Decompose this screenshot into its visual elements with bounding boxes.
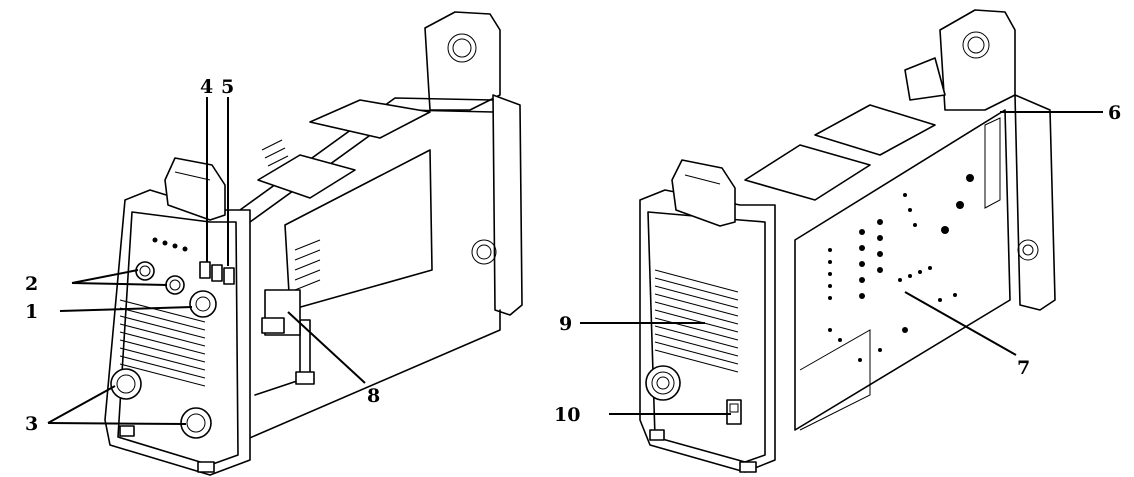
knob-small-2-icon: [165, 275, 185, 295]
power-switch-icon: [726, 399, 742, 425]
callout-7: 7: [1017, 357, 1030, 379]
callout-5: 5: [221, 76, 234, 98]
callout-labels: 1 2 3 4 5 6 7 8 9 10: [25, 76, 1121, 435]
callout-8: 8: [367, 385, 380, 407]
leader-lines: [47, 97, 1103, 425]
output-socket-lower-icon: [180, 407, 212, 439]
callout-9: 9: [559, 313, 572, 335]
callout-2: 2: [25, 273, 38, 295]
knob-main-icon: [189, 290, 217, 318]
output-socket-upper-icon: [110, 368, 142, 400]
front-view-unit: [104, 11, 523, 476]
callout-3: 3: [25, 413, 38, 435]
callout-4: 4: [200, 76, 213, 98]
callout-1: 1: [25, 301, 38, 323]
callout-6: 6: [1108, 102, 1121, 124]
cable-gland-icon: [645, 365, 681, 401]
knob-small-1-icon: [135, 261, 155, 281]
callout-10: 10: [554, 404, 580, 426]
rear-view-unit: [639, 9, 1056, 473]
